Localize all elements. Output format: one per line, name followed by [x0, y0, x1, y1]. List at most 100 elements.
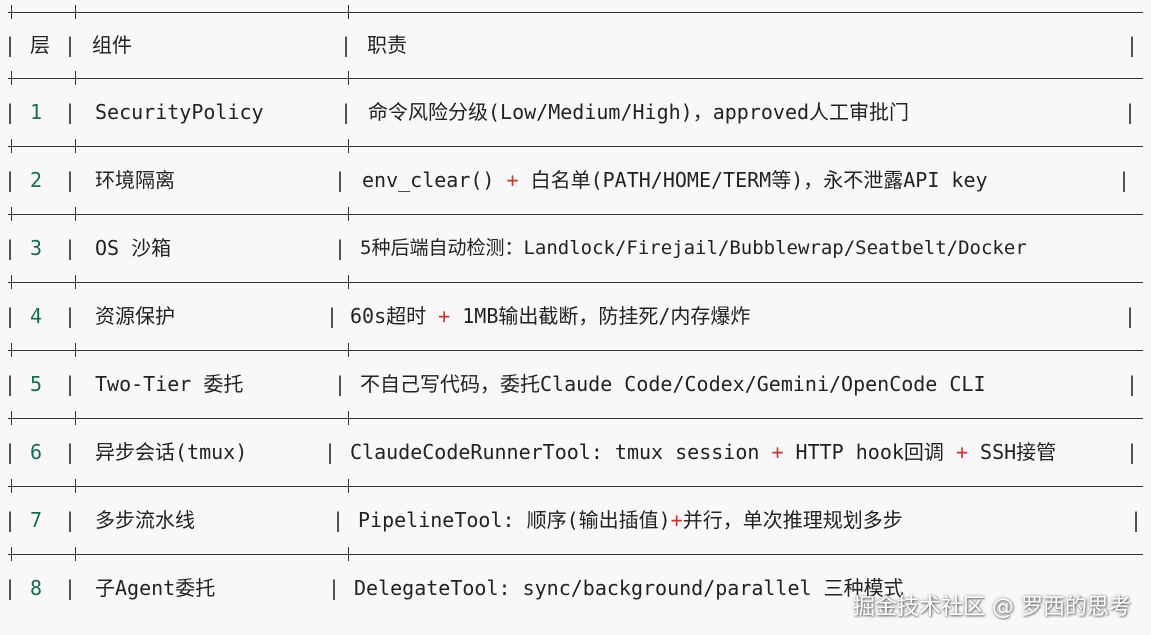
table-row: | 4 | 资源保护 | 60s超时 + 1MB输出截断，防挂死/内存爆炸 | [0, 296, 1151, 336]
rule-tick [348, 343, 349, 357]
column-separator: | [4, 440, 17, 464]
component-name: SecurityPolicy [95, 100, 264, 124]
column-separator: | [64, 33, 77, 57]
column-separator: | [64, 508, 77, 532]
duty-part: 并行，单次推理规划多步 [682, 508, 903, 532]
table-header-row: | 层 | 组件 | 职责 | [0, 25, 1151, 65]
table-rule [8, 12, 1143, 13]
column-separator: | [334, 168, 347, 192]
column-separator: | [4, 100, 17, 124]
component-name: 环境隔离 [95, 168, 175, 192]
column-separator: | [64, 372, 77, 396]
rule-tick [75, 275, 76, 289]
column-separator: | [4, 33, 17, 57]
header-component: 组件 [92, 33, 132, 57]
plus-sign: + [670, 508, 683, 532]
component-name: 子Agent委托 [95, 576, 216, 600]
rule-tick [348, 5, 349, 19]
column-separator: | [324, 440, 337, 464]
duty-text: DelegateTool: sync/background/parallel 三… [354, 568, 904, 608]
column-separator: | [332, 508, 345, 532]
table-row: | 8 | 子Agent委托 | DelegateTool: sync/back… [0, 568, 1151, 608]
duty-text: ClaudeCodeRunnerTool: tmux session + HTT… [350, 432, 1056, 472]
column-separator: | [4, 168, 17, 192]
table-row: | 7 | 多步流水线 | PipelineTool: 顺序(输出插值)+并行，… [0, 500, 1151, 540]
watermark: 掘金技术社区 @ 罗西的思考 [853, 595, 1131, 620]
plus-sign: + [506, 168, 519, 192]
duty-part: HTTP hook回调 [783, 440, 956, 464]
duty-part: 命令风险分级(Low/Medium/High)，approved人工审批门 [368, 100, 910, 124]
duty-part: 5种后端自动检测：Landlock/Firejail/Bubblewrap/Se… [360, 237, 1027, 259]
layer-number: 1 [30, 100, 43, 124]
column-separator: | [340, 33, 353, 57]
duty-part: 不自己写代码，委托Claude Code/Codex/Gemini/OpenCo… [360, 372, 986, 396]
plus-sign: + [955, 440, 968, 464]
table-row: | 2 | 环境隔离 | env_clear() + 白名单(PATH/HOME… [0, 160, 1151, 200]
layer-number: 4 [30, 304, 43, 328]
table-rule [8, 78, 1143, 79]
rule-tick [348, 71, 349, 85]
component-name: 资源保护 [95, 304, 175, 328]
table-rule [8, 214, 1143, 215]
rule-tick [75, 5, 76, 19]
column-separator: | [4, 236, 17, 260]
table-rule [8, 350, 1143, 351]
rule-tick [75, 207, 76, 221]
rule-tick [11, 139, 12, 153]
column-separator: | [326, 304, 339, 328]
duty-text: 命令风险分级(Low/Medium/High)，approved人工审批门 [368, 92, 909, 132]
rule-tick [75, 71, 76, 85]
header-layer: 层 [30, 33, 50, 57]
rule-tick [11, 411, 12, 425]
component-name: 多步流水线 [95, 508, 195, 532]
rule-tick [75, 411, 76, 425]
duty-text: 5种后端自动检测：Landlock/Firejail/Bubblewrap/Se… [360, 228, 1027, 268]
layer-number: 6 [30, 440, 43, 464]
column-separator: | [340, 100, 353, 124]
rule-tick [75, 547, 76, 561]
header-duty: 职责 [367, 33, 407, 57]
table-row: | 1 | SecurityPolicy | 命令风险分级(Low/Medium… [0, 92, 1151, 132]
rule-tick [348, 207, 349, 221]
column-separator: | [64, 576, 77, 600]
column-separator: | [64, 100, 77, 124]
layer-number: 7 [30, 508, 43, 532]
table-row: | 6 | 异步会话(tmux) | ClaudeCodeRunnerTool:… [0, 432, 1151, 472]
rule-tick [75, 343, 76, 357]
layer-number: 3 [30, 236, 43, 260]
table-rule [8, 146, 1143, 147]
rule-tick [348, 275, 349, 289]
layer-number: 5 [30, 372, 43, 396]
column-separator: | [64, 440, 77, 464]
duty-part: ClaudeCodeRunnerTool: tmux session [350, 440, 772, 464]
plus-sign: + [771, 440, 784, 464]
table-row: | 5 | Two-Tier 委托 | 不自己写代码，委托Claude Code… [0, 364, 1151, 404]
rule-tick [75, 479, 76, 493]
rule-tick [348, 139, 349, 153]
column-separator: | [328, 576, 341, 600]
rule-tick [11, 71, 12, 85]
column-separator: | [1126, 372, 1139, 396]
component-name: OS 沙箱 [95, 236, 172, 260]
column-separator: | [334, 372, 347, 396]
column-separator: | [1124, 304, 1137, 328]
rule-tick [11, 479, 12, 493]
rule-tick [11, 207, 12, 221]
duty-text: PipelineTool: 顺序(输出插值)+并行，单次推理规划多步 [358, 500, 903, 540]
duty-text: env_clear() + 白名单(PATH/HOME/TERM等)，永不泄露A… [362, 160, 988, 200]
table-rule [8, 554, 1143, 555]
duty-part: SSH接管 [967, 440, 1057, 464]
component-name: Two-Tier 委托 [95, 372, 244, 396]
column-separator: | [64, 236, 77, 260]
duty-part: PipelineTool: 顺序(输出插值) [358, 508, 671, 532]
column-separator: | [1124, 100, 1137, 124]
layer-number: 2 [30, 168, 43, 192]
column-separator: | [1130, 508, 1143, 532]
table-rule [8, 282, 1143, 283]
table-rule [8, 418, 1143, 419]
column-separator: | [334, 236, 347, 260]
duty-text: 不自己写代码，委托Claude Code/Codex/Gemini/OpenCo… [360, 364, 986, 404]
rule-tick [348, 411, 349, 425]
column-separator: | [64, 168, 77, 192]
